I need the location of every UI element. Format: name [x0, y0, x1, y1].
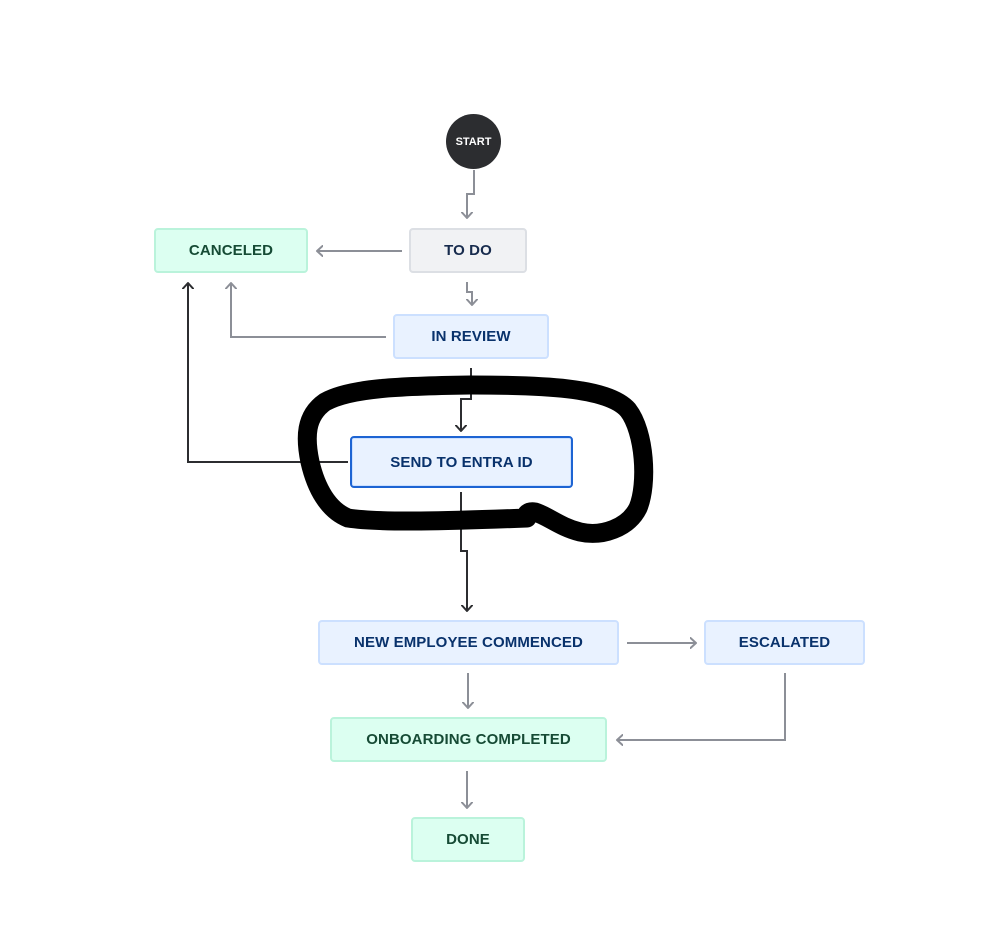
transition-start-to-todo[interactable] — [467, 170, 475, 218]
highlight-scribble — [297, 375, 654, 543]
transition-todo-to-in-review[interactable] — [466, 282, 472, 305]
transition-send-to-entra-to-canceled[interactable] — [188, 283, 348, 463]
transition-escalated-to-onboarding[interactable] — [617, 673, 786, 740]
status-new-employee-commenced[interactable]: NEW EMPLOYEE COMMENCED — [318, 620, 619, 665]
status-onboarding-completed[interactable]: ONBOARDING COMPLETED — [330, 717, 607, 762]
status-canceled[interactable]: CANCELED — [154, 228, 308, 273]
transition-in-review-to-canceled[interactable] — [231, 283, 386, 338]
start-node[interactable]: START — [446, 114, 501, 169]
status-send-to-entra-id[interactable]: SEND TO ENTRA ID — [350, 436, 573, 488]
status-todo[interactable]: TO DO — [409, 228, 527, 273]
transition-send-to-entra-to-new-employee[interactable] — [460, 492, 467, 611]
status-escalated[interactable]: ESCALATED — [704, 620, 865, 665]
status-done[interactable]: DONE — [411, 817, 525, 862]
status-in-review[interactable]: IN REVIEW — [393, 314, 549, 359]
